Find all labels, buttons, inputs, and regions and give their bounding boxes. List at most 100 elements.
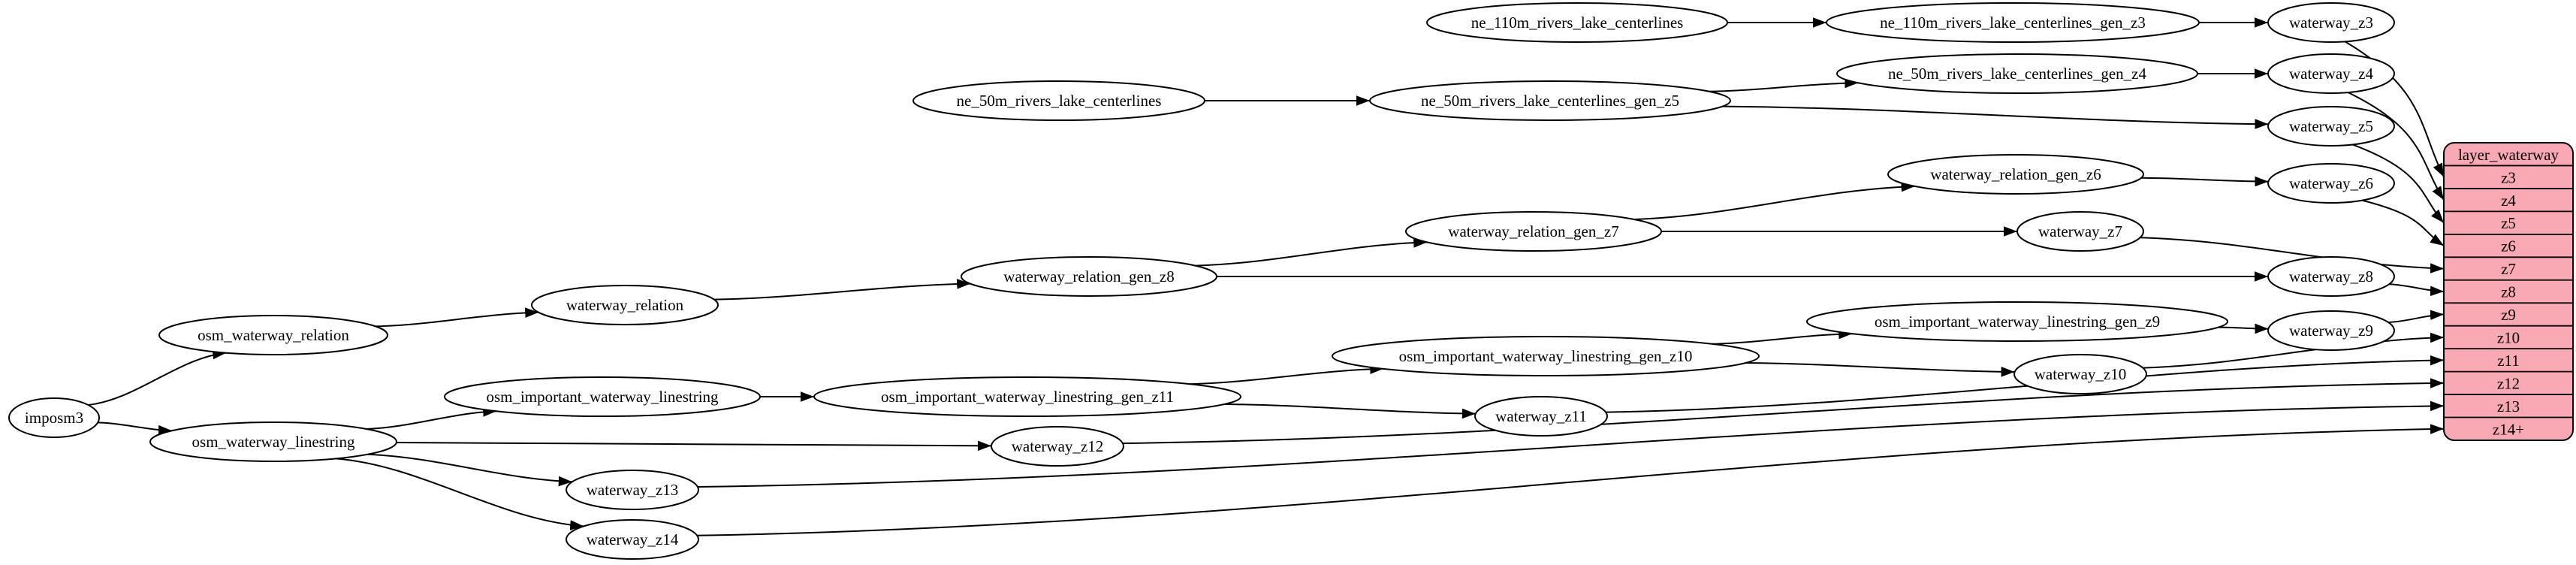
node-label-imposm3: imposm3 [25,409,83,427]
edge-waterway_z10-to-layer_waterway-z10 [2143,332,2445,369]
edge-osm_important_waterway_linestring_gen_z10-to-osm_important_waterway_linestring_gen_z9 [1712,328,1853,345]
node-ellipse-waterway_z6 [2267,163,2395,204]
node-waterway_z3: waterway_z3 [2267,2,2395,43]
edge-waterway_relation_gen_z7-to-waterway_relation_gen_z6 [1634,181,1915,220]
node-label-waterway_z7: waterway_z7 [2038,222,2122,240]
node-waterway_z13: waterway_z13 [566,470,699,510]
node-waterway_z8: waterway_z8 [2267,256,2395,297]
node-label-waterway_relation: waterway_relation [566,296,684,314]
node-ne_50m_rivers_lake_centerlines_gen_z4: ne_50m_rivers_lake_centerlines_gen_z4 [1836,53,2198,94]
node-label-osm_important_waterway_linestring_gen_z10: osm_important_waterway_linestring_gen_z1… [1399,347,1693,365]
edge-imposm3-to-osm_waterway_linestring [98,421,173,436]
table-row-label-z8: z8 [2501,283,2516,301]
node-label-ne_50m_rivers_lake_centerlines_gen_z5: ne_50m_rivers_lake_centerlines_gen_z5 [1421,92,1679,110]
node-osm_important_waterway_linestring: osm_important_waterway_linestring [444,376,761,417]
edge-osm_waterway_linestring-to-osm_important_waterway_linestring [366,406,497,430]
node-label-waterway_z8: waterway_z8 [2289,267,2373,286]
table-row-label-z9: z9 [2501,306,2516,324]
node-label-waterway_z9: waterway_z9 [2289,322,2373,340]
node-ne_50m_rivers_lake_centerlines: ne_50m_rivers_lake_centerlines [912,80,1205,121]
table-row-label-z10: z10 [2497,329,2520,347]
table-row-label-z4: z4 [2501,192,2516,210]
edge-waterway_relation_gen_z8-to-waterway_relation_gen_z7 [1195,237,1428,267]
node-label-ne_50m_rivers_lake_centerlines: ne_50m_rivers_lake_centerlines [957,92,1162,110]
node-ne_110m_rivers_lake_centerlines: ne_110m_rivers_lake_centerlines [1426,2,1728,43]
node-ellipse-osm_important_waterway_linestring_gen_z10 [1332,336,1760,376]
edge-osm_waterway_linestring-to-waterway_z12 [396,440,992,452]
node-waterway_z6: waterway_z6 [2267,163,2395,204]
table-row-label-z5: z5 [2501,214,2516,232]
node-label-ne_110m_rivers_lake_centerlines_gen_z3: ne_110m_rivers_lake_centerlines_gen_z3 [1880,14,2146,32]
table-row-label-z6: z6 [2501,237,2516,255]
node-waterway_relation_gen_z7: waterway_relation_gen_z7 [1405,211,1662,252]
node-waterway_z11: waterway_z11 [1474,396,1608,437]
node-label-waterway_z14: waterway_z14 [587,530,679,548]
node-ellipse-waterway_relation_gen_z8 [961,256,1217,297]
edge-waterway_relation_gen_z6-to-waterway_z6 [2141,176,2269,187]
layer-waterway-table: layer_waterwayz3z4z5z6z7z8z9z10z11z12z13… [2443,142,2574,441]
node-ellipse-ne_50m_rivers_lake_centerlines_gen_z5 [1369,80,1731,121]
edge-waterway_z7-to-layer_waterway-z7 [2140,237,2445,273]
node-waterway_z14: waterway_z14 [566,519,699,560]
node-imposm3: imposm3 [8,397,100,438]
node-label-osm_important_waterway_linestring_gen_z9: osm_important_waterway_linestring_gen_z9 [1875,313,2160,331]
node-ellipse-waterway_z9 [2267,310,2395,351]
table-row-label-z13: z13 [2497,397,2520,415]
node-label-waterway_z13: waterway_z13 [587,481,678,499]
node-ellipse-osm_important_waterway_linestring [444,376,761,417]
table-row-label-z11: z11 [2497,352,2520,370]
node-ellipse-osm_important_waterway_linestring_gen_z11 [813,376,1241,417]
node-waterway_z5: waterway_z5 [2267,106,2395,147]
node-label-ne_50m_rivers_lake_centerlines_gen_z4: ne_50m_rivers_lake_centerlines_gen_z4 [1888,65,2147,83]
table-row-label-z3: z3 [2501,168,2516,186]
node-ellipse-ne_110m_rivers_lake_centerlines [1426,2,1728,43]
node-waterway_z4: waterway_z4 [2267,53,2395,94]
node-osm_waterway_relation: osm_waterway_relation [158,315,388,355]
node-osm_important_waterway_linestring_gen_z10: osm_important_waterway_linestring_gen_z1… [1332,336,1760,376]
node-ellipse-osm_important_waterway_linestring_gen_z9 [1806,301,2228,342]
node-osm_important_waterway_linestring_gen_z9: osm_important_waterway_linestring_gen_z9 [1806,301,2228,342]
edge-osm_important_waterway_linestring_gen_z11-to-osm_important_waterway_linestring_gen_z10 [1189,364,1384,385]
edge-osm_important_waterway_linestring_gen_z9-to-waterway_z9 [2218,323,2269,334]
edge-waterway_z9-to-layer_waterway-z9 [2388,310,2445,323]
node-label-waterway_z12: waterway_z12 [1012,437,1103,455]
node-ellipse-waterway_z10 [2013,354,2147,394]
node-label-waterway_z10: waterway_z10 [2035,365,2126,383]
node-ne_110m_rivers_lake_centerlines_gen_z3: ne_110m_rivers_lake_centerlines_gen_z3 [1826,2,2200,43]
node-ellipse-waterway_z13 [566,470,699,510]
node-osm_waterway_linestring: osm_waterway_linestring [149,421,397,462]
node-label-waterway_z4: waterway_z4 [2289,65,2373,83]
edge-waterway_z8-to-layer_waterway-z8 [2389,283,2445,297]
node-ellipse-waterway_z5 [2267,106,2395,147]
edge-osm_waterway_linestring-to-waterway_z14 [335,458,584,530]
node-label-waterway_relation_gen_z6: waterway_relation_gen_z6 [1930,165,2101,183]
node-waterway_relation: waterway_relation [531,285,719,325]
edge-imposm3-to-osm_waterway_relation [88,349,227,406]
node-waterway_z10: waterway_z10 [2013,354,2147,394]
layer-waterway-table-title: layer_waterway [2458,146,2559,164]
node-ellipse-waterway_z11 [1474,396,1608,437]
node-label-osm_important_waterway_linestring: osm_important_waterway_linestring [486,388,719,406]
node-ellipse-ne_110m_rivers_lake_centerlines_gen_z3 [1826,2,2200,43]
edge-osm_important_waterway_linestring_gen_z11-to-waterway_z11 [1224,403,1476,419]
node-ellipse-waterway_z8 [2267,256,2395,297]
node-label-waterway_z5: waterway_z5 [2289,117,2373,135]
node-ellipse-waterway_relation_gen_z7 [1405,211,1662,252]
edge-waterway_z6-to-layer_waterway-z6 [2361,199,2445,246]
node-ellipse-waterway_z3 [2267,2,2395,43]
node-ellipse-waterway_relation_gen_z6 [1887,154,2144,195]
node-label-osm_waterway_linestring: osm_waterway_linestring [192,433,355,451]
edge-waterway_z12-to-layer_waterway-z12 [1122,378,2445,444]
node-waterway_z12: waterway_z12 [991,426,1124,467]
edge-waterway_z5-to-layer_waterway-z5 [2352,144,2445,224]
edge-waterway_relation-to-waterway_relation_gen_z8 [713,279,971,301]
node-ellipse-osm_waterway_linestring [149,421,397,462]
node-label-waterway_relation_gen_z8: waterway_relation_gen_z8 [1003,267,1174,286]
node-ellipse-waterway_z4 [2267,53,2395,94]
edge-osm_waterway_relation-to-waterway_relation [375,307,539,328]
node-waterway_z7: waterway_z7 [2016,211,2144,252]
node-ellipse-osm_waterway_relation [158,315,388,355]
node-label-ne_110m_rivers_lake_centerlines: ne_110m_rivers_lake_centerlines [1471,14,1684,32]
